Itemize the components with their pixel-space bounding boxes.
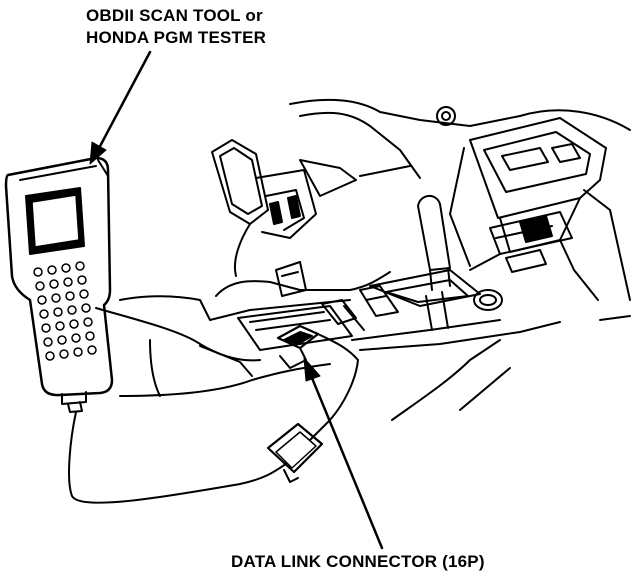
data-link-connector (276, 324, 359, 369)
scan-tool-label-line1: OBDII SCAN TOOL or (86, 6, 263, 25)
center-stack (449, 117, 631, 301)
scan-tool-cable (68, 411, 287, 504)
dashboard (289, 98, 631, 197)
center-console (95, 271, 561, 397)
floor-trim (149, 315, 631, 421)
data-link-connector-label: DATA LINK CONNECTOR (16P) (231, 552, 485, 571)
scan-tool-device (4, 156, 114, 413)
cable-adapter (266, 359, 359, 483)
dlc-leader-arrow (303, 357, 384, 550)
gear-shifter (369, 195, 503, 331)
connector-cover (211, 139, 317, 297)
scan-tool-label-line2: HONDA PGM TESTER (86, 28, 267, 47)
scan-tool-keypad (33, 261, 97, 361)
scan-tool-leader-arrow (89, 50, 152, 165)
